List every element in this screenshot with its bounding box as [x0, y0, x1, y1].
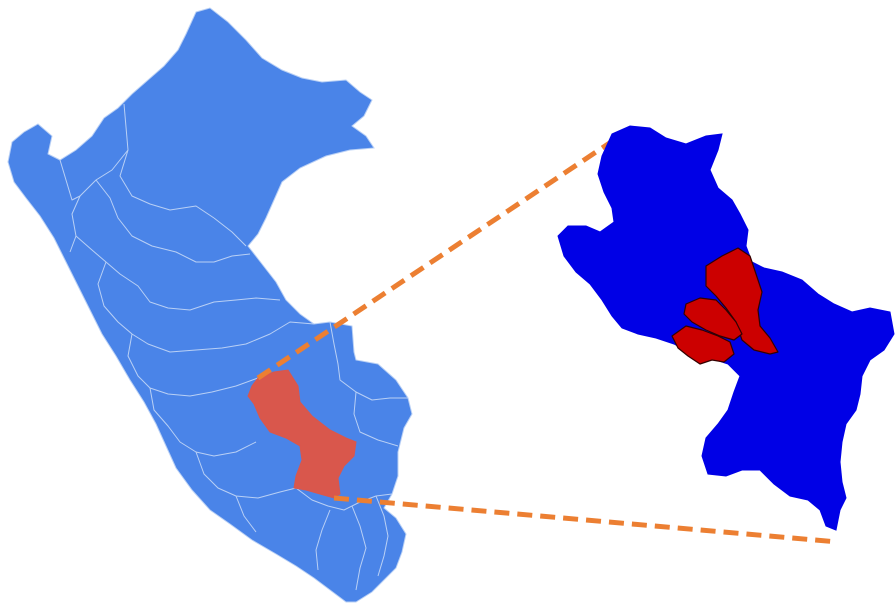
connector-line-bottom: [333, 495, 839, 545]
region-borders: [59, 103, 408, 591]
inset-highlighted-districts: [671, 247, 779, 365]
country-map: [7, 7, 413, 603]
connector-line-top: [256, 137, 616, 381]
inset-district-center[interactable]: [683, 297, 743, 341]
inset-district-south[interactable]: [671, 325, 735, 365]
inset-district-north[interactable]: [705, 247, 779, 355]
country-shape[interactable]: [7, 7, 413, 603]
zoomed-region-map: [557, 125, 895, 531]
zoom-connectors: [256, 137, 839, 545]
